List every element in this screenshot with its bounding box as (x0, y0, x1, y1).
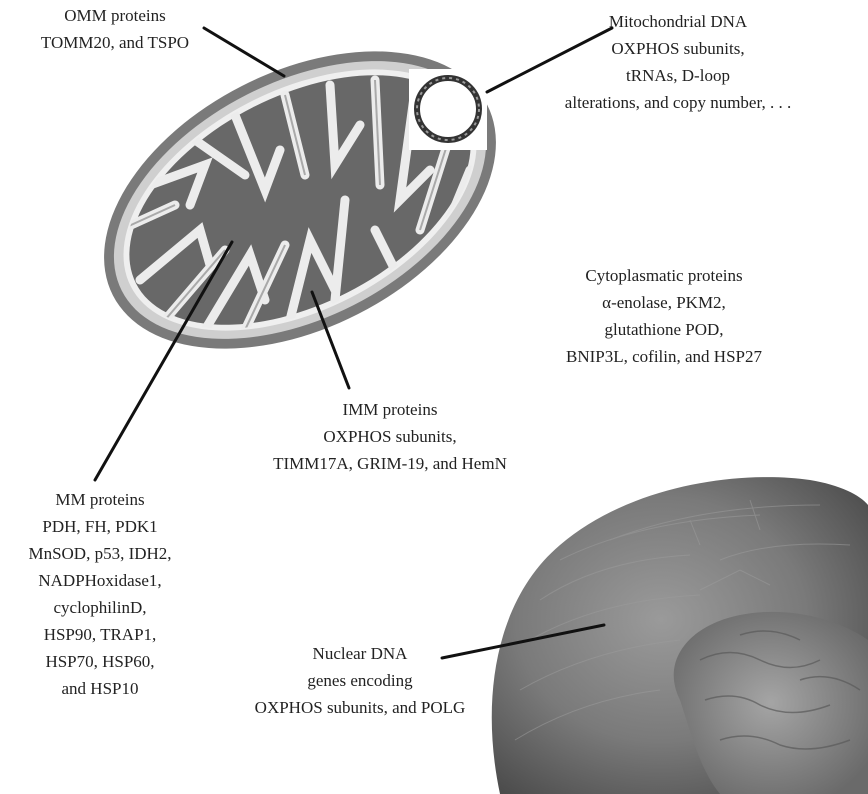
imm-proteins-label: IMM proteins OXPHOS subunits, TIMM17A, G… (240, 396, 540, 477)
cyto-line-2: glutathione POD, (468, 316, 860, 343)
mm-line-5: HSP90, TRAP1, (0, 621, 200, 648)
mm-line-1: PDH, FH, PDK1 (0, 513, 200, 540)
omm-proteins-label: OMM proteins TOMM20, and TSPO (0, 2, 230, 56)
mm-proteins-label: MM proteins PDH, FH, PDK1 MnSOD, p53, ID… (0, 486, 200, 702)
mm-line-4: cyclophilinD, (0, 594, 200, 621)
omm-line-1: TOMM20, and TSPO (0, 29, 230, 56)
ndna-line-1: genes encoding (210, 667, 510, 694)
mm-title: MM proteins (0, 486, 200, 513)
ndna-line-2: OXPHOS subunits, and POLG (210, 694, 510, 721)
mtdna-title: Mitochondrial DNA (508, 8, 848, 35)
cyto-line-3: BNIP3L, cofilin, and HSP27 (468, 343, 860, 370)
imm-line-1: OXPHOS subunits, (240, 423, 540, 450)
mtdna-line-2: tRNAs, D-loop (508, 62, 848, 89)
mtdna-line-1: OXPHOS subunits, (508, 35, 848, 62)
cyto-title: Cytoplasmatic proteins (468, 262, 860, 289)
omm-title: OMM proteins (0, 2, 230, 29)
mm-line-2: MnSOD, p53, IDH2, (0, 540, 200, 567)
cyto-line-1: α-enolase, PKM2, (468, 289, 860, 316)
nuclear-dna-label: Nuclear DNA genes encoding OXPHOS subuni… (210, 640, 510, 721)
mm-line-7: and HSP10 (0, 675, 200, 702)
cytoplasmatic-proteins-label: Cytoplasmatic proteins α-enolase, PKM2, … (468, 262, 860, 370)
mitochondrial-dna-label: Mitochondrial DNA OXPHOS subunits, tRNAs… (508, 8, 848, 116)
mm-line-3: NADPHoxidase1, (0, 567, 200, 594)
ndna-title: Nuclear DNA (210, 640, 510, 667)
imm-line-2: TIMM17A, GRIM-19, and HemN (240, 450, 540, 477)
imm-title: IMM proteins (240, 396, 540, 423)
mm-line-6: HSP70, HSP60, (0, 648, 200, 675)
mtdna-line-3: alterations, and copy number, . . . (508, 89, 848, 116)
